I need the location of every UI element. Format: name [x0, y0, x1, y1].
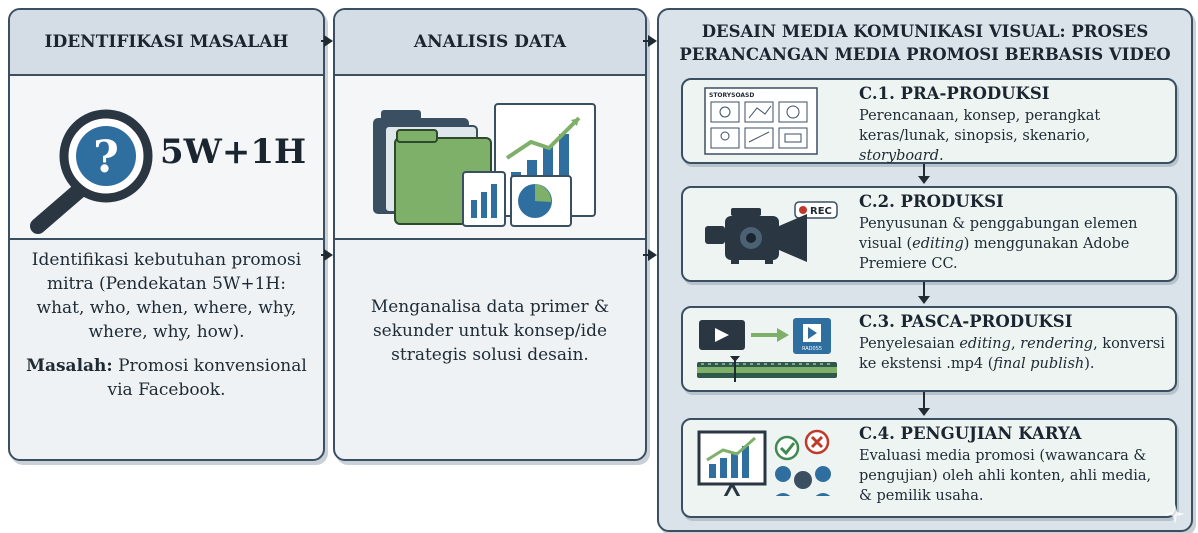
stage-post-production: RAD0S5 C.3. PASCA-PRODUKSI Penyelesaian …	[681, 306, 1177, 392]
stage-production-title: C.2. PRODUKSI	[859, 192, 1004, 211]
sparkle-icon	[1165, 504, 1185, 524]
connector-c2-c3	[918, 282, 930, 304]
render-label: RAD0S5	[802, 346, 822, 352]
analysis-body: Menganalisa data primer & sekunder untuk…	[370, 297, 610, 365]
identification-body: Identifikasi kebutuhan promosi mitra (Pe…	[24, 248, 309, 412]
stage-testing: C.4. PENGUJIAN KARYA Evaluasi media prom…	[681, 418, 1177, 518]
storyboard-label: STORYSOASD	[709, 92, 754, 99]
stage-post-production-title: C.3. PASCA-PRODUKSI	[859, 312, 1073, 331]
identification-text: Identifikasi kebutuhan promosi mitra (Pe…	[31, 250, 302, 342]
arrow-p2-p3-top	[643, 35, 657, 47]
magnifier-question-icon: ?	[30, 109, 153, 234]
connector-c3-c4	[918, 392, 930, 416]
stage-production: REC C.2. PRODUKSI Penyusunan & penggabun…	[681, 186, 1177, 282]
stage-pre-production: STORYSOASD C.1. PRA-PRODUKSI Perencanaan…	[681, 78, 1177, 164]
folders-charts-icon	[373, 103, 596, 227]
stage-pre-production-title: C.1. PRA-PRODUKSI	[859, 84, 1050, 103]
problem-label: Masalah:	[26, 356, 113, 376]
stage-testing-desc: Evaluasi media promosi (wawancara & peng…	[859, 448, 1152, 504]
5w1h-badge: 5W+1H	[160, 132, 307, 172]
connector-c1-c2	[918, 164, 930, 184]
presentation-evaluation-icon	[697, 429, 831, 496]
design-title-line1: DESAIN MEDIA KOMUNIKASI VISUAL: PROSES	[701, 22, 1149, 41]
storyboard-icon: STORYSOASD	[704, 87, 818, 155]
stage-post-production-desc: Penyelesaian editing, rendering, konvers…	[859, 336, 1165, 372]
design-process-title: DESAIN MEDIA KOMUNIKASI VISUAL: PROSES P…	[659, 20, 1191, 66]
design-title-line2: PERANCANGAN MEDIA PROMOSI BERBASIS VIDEO	[679, 45, 1171, 64]
arrow-p1-p2-bottom	[321, 249, 333, 261]
problem-text: Promosi konvensional via Facebook.	[107, 356, 307, 400]
identification-panel: IDENTIFIKASI MASALAH ? 5W+1H Identifikas…	[8, 8, 325, 461]
video-camera-icon: REC	[705, 201, 838, 264]
analysis-art	[335, 76, 645, 238]
arrow-p2-p3-bottom	[643, 249, 657, 261]
identification-title: IDENTIFIKASI MASALAH	[10, 10, 323, 76]
render-timeline-icon: RAD0S5	[697, 318, 837, 382]
problem-statement: Masalah: Promosi konvensional via Facebo…	[24, 354, 309, 402]
design-process-panel: DESAIN MEDIA KOMUNIKASI VISUAL: PROSES P…	[657, 8, 1193, 532]
arrow-p1-p2-top	[321, 35, 333, 47]
stage-production-desc: Penyusunan & penggabungan elemen visual …	[859, 216, 1138, 272]
svg-text:?: ?	[93, 132, 119, 183]
stage-pre-production-desc: Perencanaan, konsep, perangkat keras/lun…	[859, 108, 1101, 164]
identification-art: ? 5W+1H	[10, 76, 323, 238]
analysis-panel: ANALISIS DATA Menganalisa	[333, 8, 647, 461]
stage-testing-title: C.4. PENGUJIAN KARYA	[859, 424, 1082, 443]
rec-label: REC	[810, 206, 832, 217]
analysis-title: ANALISIS DATA	[335, 10, 645, 76]
